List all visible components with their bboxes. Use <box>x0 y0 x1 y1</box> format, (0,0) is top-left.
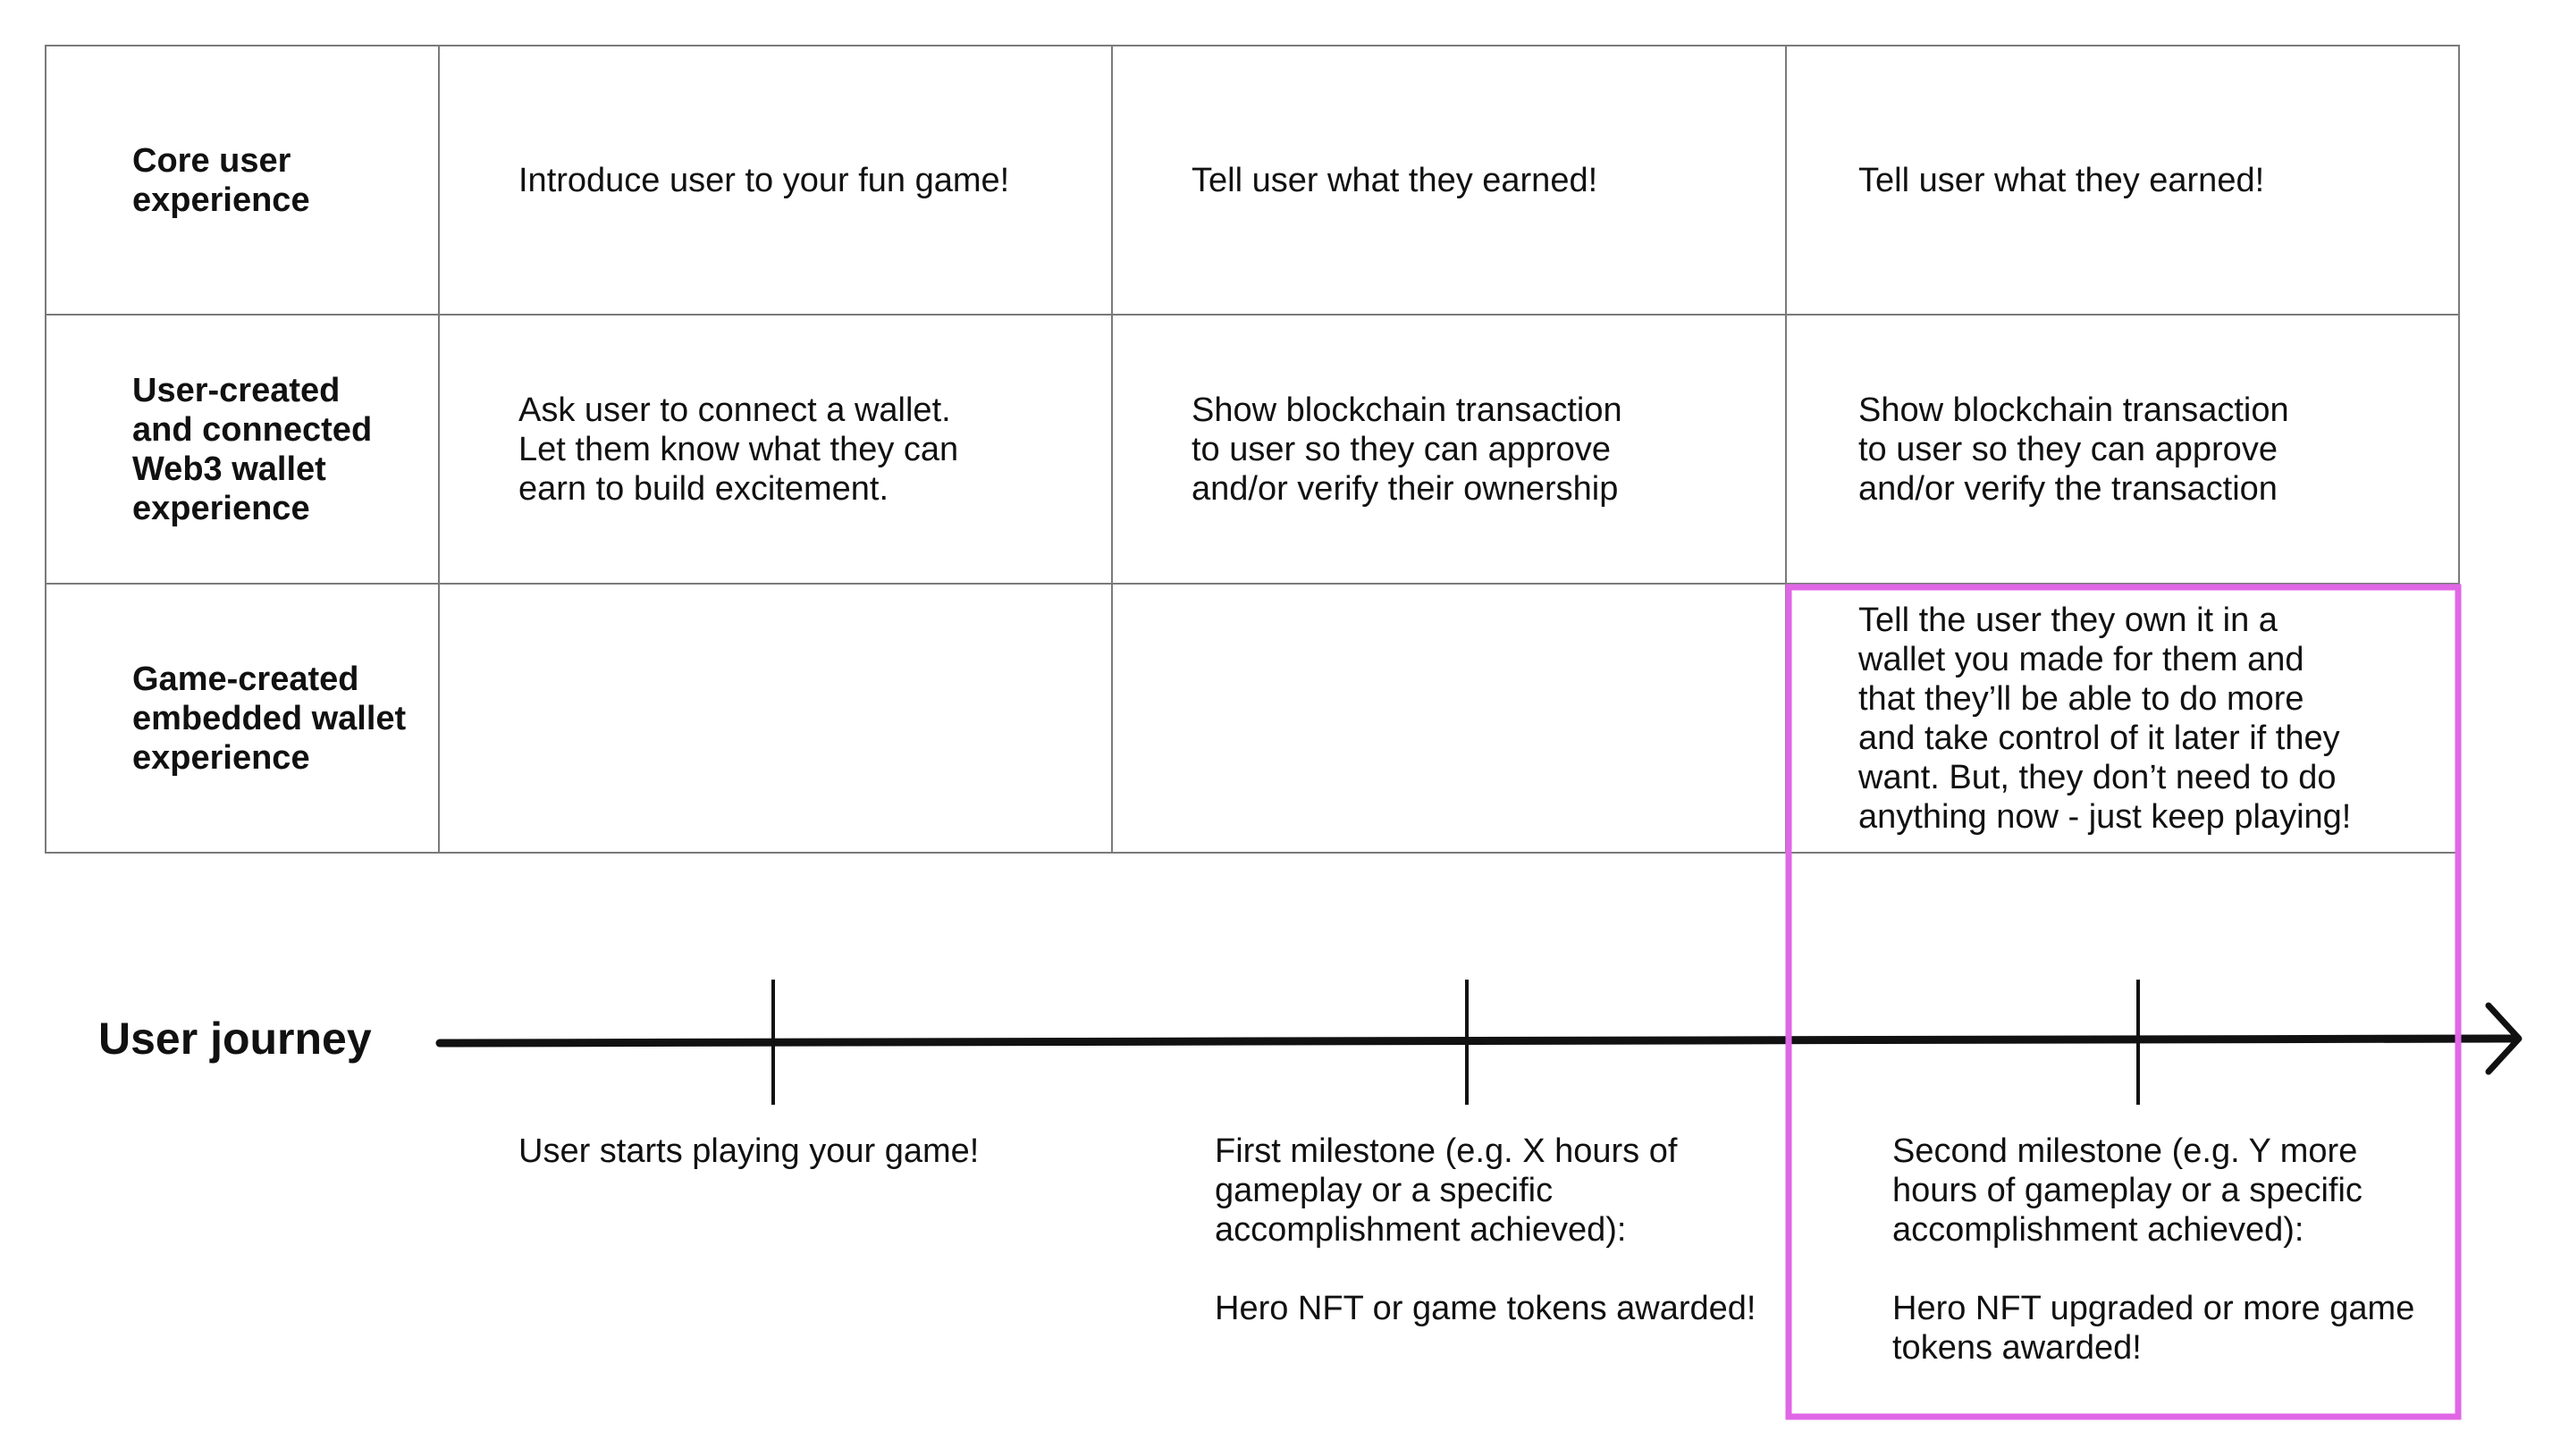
row-header: User-created and connected Web3 wallet e… <box>45 314 440 585</box>
milestone-first: First milestone (e.g. X hours of gamepla… <box>1215 1132 1756 1327</box>
timeline-axis <box>435 1034 2518 1048</box>
matrix-cell: Introduce user to your fun game! <box>438 45 1113 316</box>
arrow-head-icon <box>2485 1002 2523 1075</box>
matrix-cell: Show blockchain transaction to user so t… <box>1111 314 1787 585</box>
matrix-cell: Tell user what they earned! <box>1111 45 1787 316</box>
journey-matrix: Core user experience Introduce user to y… <box>45 45 2460 854</box>
milestone-start: User starts playing your game! <box>518 1132 980 1170</box>
user-journey-label: User journey <box>98 1014 372 1064</box>
milestone-second: Second milestone (e.g. Y more hours of g… <box>1892 1132 2415 1367</box>
row-header: Game-created embedded wallet experience <box>45 583 440 854</box>
matrix-cell: Tell the user they own it in a wallet yo… <box>1785 583 2460 854</box>
row-web3-wallet-experience: User-created and connected Web3 wallet e… <box>45 314 2460 585</box>
matrix-cell <box>438 583 1113 854</box>
matrix-cell: Tell user what they earned! <box>1785 45 2460 316</box>
matrix-cell: Show blockchain transaction to user so t… <box>1785 314 2460 585</box>
matrix-cell <box>1111 583 1787 854</box>
matrix-cell: Ask user to connect a wallet. Let them k… <box>438 314 1113 585</box>
row-header: Core user experience <box>45 45 440 316</box>
row-core-user-experience: Core user experience Introduce user to y… <box>45 45 2460 316</box>
row-embedded-wallet-experience: Game-created embedded wallet experience … <box>45 583 2460 854</box>
